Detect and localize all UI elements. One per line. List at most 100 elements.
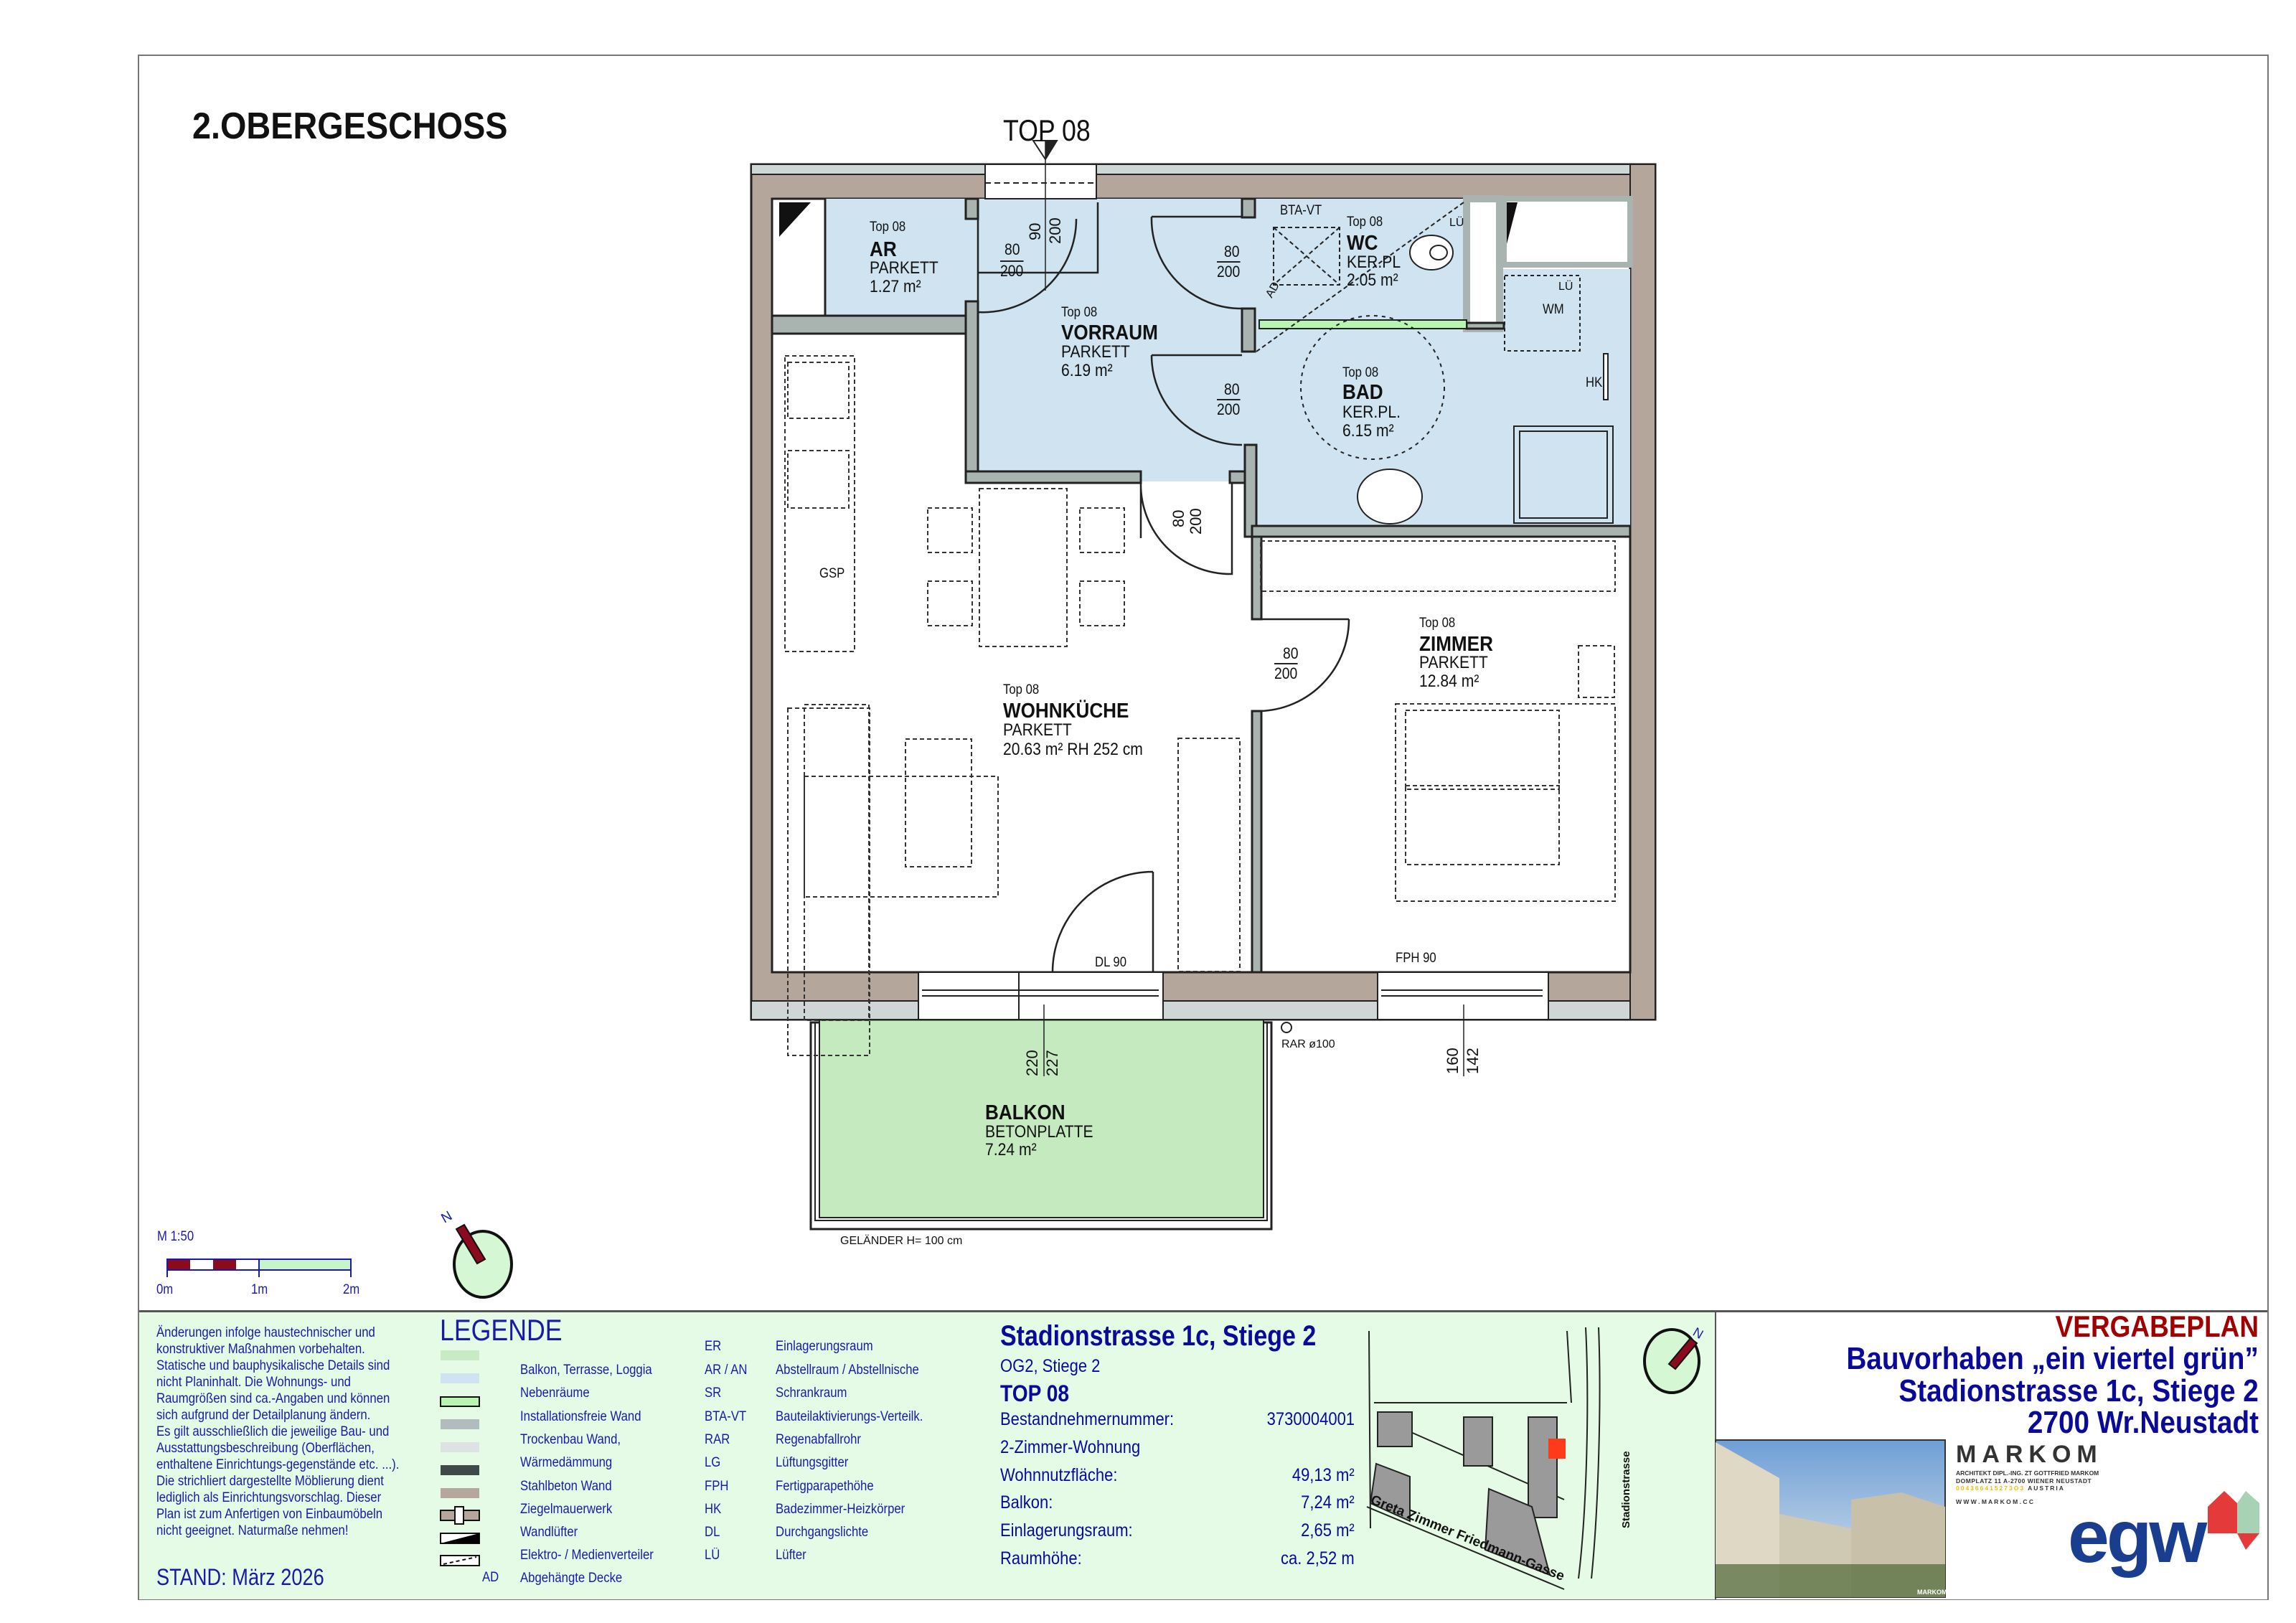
zimmer-area: 12.84 m²: [1419, 672, 1479, 691]
zimmer-name: ZIMMER: [1419, 633, 1493, 656]
gelaender-label: GELÄNDER H= 100 cm: [840, 1235, 963, 1247]
hk-label: HK: [1586, 375, 1603, 390]
door-swings: [977, 202, 1350, 973]
note-line: sich aufgrund der Detailplanung ändern.: [156, 1407, 371, 1423]
developer-logo: egw: [2068, 1495, 2207, 1579]
stand-date: STAND: März 2026: [156, 1564, 324, 1590]
legend-swatches: [440, 1350, 480, 1566]
balkon-name: BALKON: [985, 1101, 1065, 1124]
unit-level: OG2, Stiege 2: [1000, 1356, 1101, 1376]
abbr: LG: [705, 1455, 721, 1470]
footer-band: [139, 1310, 1715, 1599]
site-street-2: Stadionstrasse: [1620, 1451, 1632, 1528]
photo-watermark: MARKOM: [1917, 1589, 1947, 1596]
washing-machine-icon: [1504, 275, 1581, 352]
door-entry-height: 200: [1046, 217, 1064, 244]
legend-item: Elektro- / Medienverteiler: [520, 1548, 654, 1563]
info-label: Wohnnutzfläche:: [1000, 1465, 1118, 1485]
scale-tick-1: 1m: [251, 1282, 268, 1297]
bta-vt-label: BTA-VT: [1280, 203, 1322, 218]
plan-type: VERGABEPLAN: [2055, 1309, 2259, 1343]
egw-house-icon: [2208, 1491, 2259, 1550]
architect-country: AUSTRIA: [2028, 1485, 2065, 1492]
legend-item: Stahlbeton Wand: [520, 1479, 612, 1494]
balkon-area: 7.24 m²: [985, 1140, 1037, 1159]
wohnkueche-name: WOHNKÜCHE: [1003, 700, 1129, 723]
door-bad-height: 200: [1217, 399, 1241, 418]
wohnkueche-top: Top 08: [1003, 682, 1040, 697]
wall-ar-bottom: [771, 314, 979, 335]
scale-tick-2: 2m: [343, 1282, 360, 1297]
legend-item: Installationsfreie Wand: [520, 1409, 641, 1424]
abbr-desc: Schrankraum: [776, 1386, 847, 1401]
abbr: SR: [705, 1386, 722, 1401]
window-balkon-dim-b: 227: [1043, 1050, 1061, 1076]
wohnkueche-area: 20.63 m² RH 252 cm: [1003, 740, 1143, 759]
door-entry-width: 90: [1026, 222, 1044, 240]
abbr: DL: [705, 1525, 720, 1540]
installation-free-wall: [1258, 319, 1467, 329]
architect-logo: MARKOM: [1956, 1441, 2103, 1468]
architect-phone: 004366415273O3: [1956, 1485, 2026, 1492]
floor-title: 2.OBERGESCHOSS: [192, 105, 508, 147]
abbr: ER: [705, 1339, 722, 1354]
unit-address: Stadionstrasse 1c, Stiege 2: [1000, 1320, 1317, 1352]
info-label: Balkon:: [1000, 1492, 1053, 1513]
abbr: FPH: [705, 1479, 729, 1494]
note-line: Statische und bauphysikalische Details s…: [156, 1358, 390, 1373]
architect-line2: DOMPLATZ 11 A-2700 WIENER NEUSTADT: [1956, 1477, 2092, 1485]
note-line: nicht Planinhalt. Die Wohnungs- und: [156, 1374, 351, 1390]
balcony-floor: [819, 1019, 1264, 1218]
architect-line1: ARCHITEKT DIPL.-ING. ZT GOTTFRIED MARKOM: [1956, 1469, 2099, 1477]
project-city: 2700 Wr.Neustadt: [2027, 1405, 2259, 1440]
compass-icon: [453, 1223, 513, 1299]
legend-item: Wärmedämmung: [520, 1455, 613, 1470]
legend-ad-tag: AD: [482, 1570, 499, 1585]
architect-web: W W W . M A R K O M . C C: [1956, 1498, 2033, 1505]
note-line: enthaltene Einrichtungs-gegenstände etc.…: [156, 1457, 400, 1472]
abbr-desc: Abstellraum / Abstellnische: [776, 1363, 919, 1378]
sheet-frame: [138, 55, 2269, 1600]
abbr: AR / AN: [705, 1363, 748, 1378]
unit-location-marker: [1548, 1439, 1566, 1459]
wall-bad-left-1: [1241, 197, 1256, 219]
ar-area: 1.27 m²: [870, 277, 921, 296]
note-line: Ausstattungsbeschreibung (Oberflächen,: [156, 1440, 375, 1456]
rar-label: RAR ø100: [1281, 1038, 1335, 1050]
abbr: HK: [705, 1502, 722, 1517]
wall-bad-left-2: [1241, 307, 1256, 353]
scale-tick-0: 0m: [156, 1282, 174, 1297]
bad-floor: KER.PL.: [1342, 403, 1401, 422]
legend-item: Balkon, Terrasse, Loggia: [520, 1363, 652, 1378]
unit-number: TOP 08: [1000, 1380, 1070, 1406]
scale-label: M 1:50: [157, 1229, 194, 1244]
wc-top: Top 08: [1347, 215, 1383, 230]
info-label: Raumhöhe:: [1000, 1548, 1082, 1568]
legend-item: Trockenbau Wand,: [520, 1432, 621, 1447]
washbasin-icon: [1357, 469, 1423, 524]
room-ar-floor: [825, 199, 966, 316]
door-zimmer-width: 80: [1283, 644, 1299, 662]
unit-marker: TOP 08: [1003, 113, 1091, 147]
abbr-desc: Lüftungsgitter: [776, 1455, 849, 1470]
door-ar-width: 80: [1004, 240, 1020, 258]
abbr-desc: Lüfter: [776, 1548, 806, 1563]
gsp-label: GSP: [819, 566, 845, 581]
note-line: Die strichliert dargestellte Möblierung …: [156, 1473, 384, 1489]
abbr-desc: Fertigparapethöhe: [776, 1479, 874, 1494]
shaft-right-dark: [1507, 202, 1518, 244]
wall-ar-right-top: [964, 197, 979, 220]
window-zimmer-dim-a: 160: [1444, 1048, 1462, 1074]
turning-circle: [1300, 315, 1445, 460]
info-value: 7,24 m²: [1301, 1492, 1355, 1513]
door-bad-width: 80: [1224, 380, 1240, 398]
door-zimmer-height: 200: [1274, 663, 1298, 682]
bath-heater-icon: [1603, 353, 1609, 400]
vorraum-area: 6.19 m²: [1061, 361, 1113, 380]
building-photo: [1715, 1439, 1946, 1598]
wall-zimmer-left-1: [1251, 535, 1263, 621]
door-wc-width: 80: [1224, 243, 1240, 260]
furniture: [784, 355, 1616, 1056]
door-kitchen-width: 80: [1170, 509, 1187, 527]
